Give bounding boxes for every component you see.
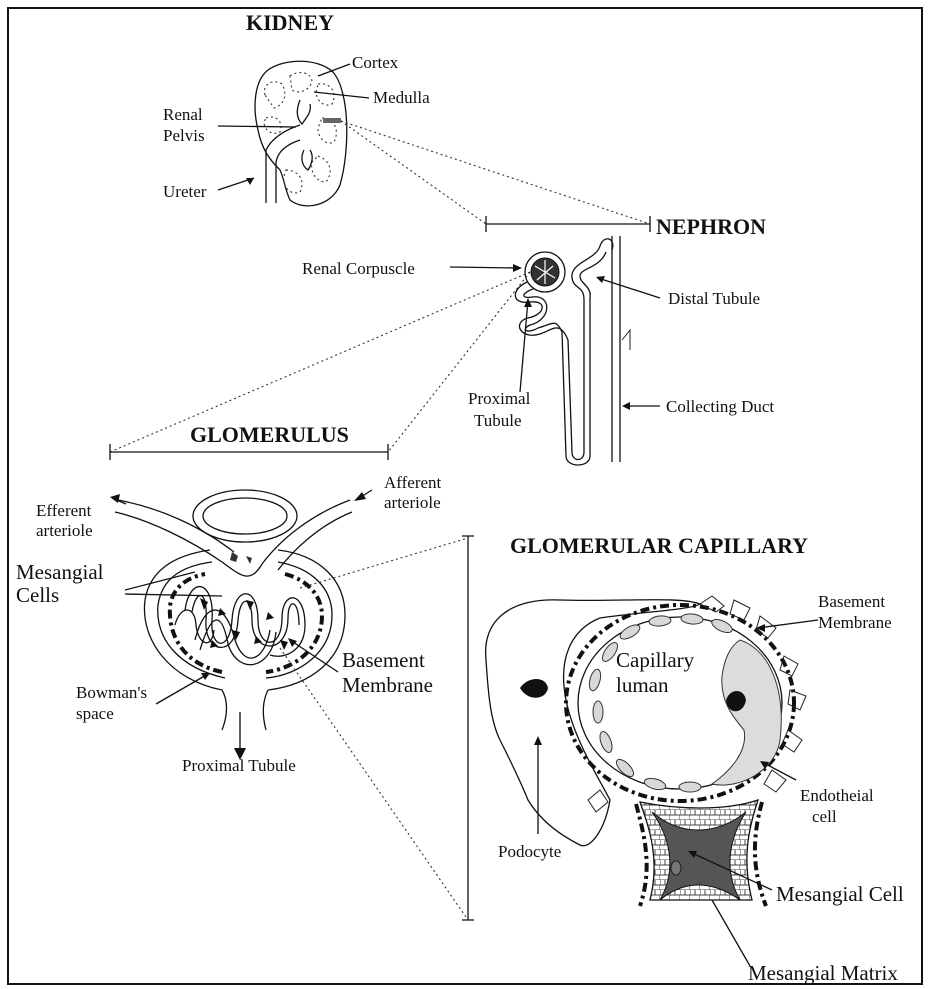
- label-proximal-tubule: Proximal Tubule: [182, 756, 296, 775]
- capillary-title: GLOMERULAR CAPILLARY: [510, 533, 808, 558]
- label-medulla: Medulla: [373, 88, 430, 107]
- kidney-drawing: [255, 61, 347, 206]
- proximal-tubule-pointer: [520, 300, 528, 392]
- label-renal-corpuscle: Renal Corpuscle: [302, 259, 415, 278]
- bowmans-pointer: [156, 674, 208, 704]
- label-bowmans-2: space: [76, 704, 114, 723]
- glomerulus-drawing: [115, 490, 352, 760]
- zoom-line-glom-top: [300, 538, 468, 588]
- distal-tubule-pointer: [598, 278, 660, 298]
- label-mesangial-cell: Mesangial Cell: [776, 882, 904, 906]
- label-cortex: Cortex: [352, 53, 399, 72]
- figure-border: [8, 8, 922, 984]
- label-efferent-2: arteriole: [36, 521, 93, 540]
- label-endothelial-1: Endotheial: [800, 786, 874, 805]
- medulla-pointer: [314, 92, 369, 98]
- basement-pointer: [290, 640, 338, 672]
- capillary-bracket: [462, 536, 474, 920]
- label-pelvis: Pelvis: [163, 126, 205, 145]
- label-endothelial-2: cell: [812, 807, 837, 826]
- label-lumen-2: luman: [616, 673, 669, 697]
- label-proximal-1: Proximal: [468, 389, 531, 408]
- label-renal: Renal: [163, 105, 203, 124]
- nephron-title: NEPHRON: [656, 214, 766, 239]
- zoom-line-kidney-left: [341, 121, 486, 224]
- label-cap-basement-2: Membrane: [818, 613, 892, 632]
- label-lumen-1: Capillary: [616, 648, 695, 672]
- label-afferent-2: arteriole: [384, 493, 441, 512]
- label-basement-2: Membrane: [342, 673, 433, 697]
- label-mesangial-1: Mesangial: [16, 560, 104, 584]
- zoom-line-kidney-right: [341, 121, 650, 224]
- nephron-drawing: [515, 236, 630, 465]
- label-ureter: Ureter: [163, 182, 207, 201]
- label-mesangial-2: Cells: [16, 583, 59, 607]
- label-efferent-1: Efferent: [36, 501, 92, 520]
- glomerulus-title: GLOMERULUS: [190, 422, 349, 447]
- label-cap-basement-1: Basement: [818, 592, 885, 611]
- label-distal-tubule: Distal Tubule: [668, 289, 760, 308]
- label-proximal-2: Tubule: [474, 411, 522, 430]
- nephron-bracket: [486, 216, 650, 232]
- label-afferent-1: Afferent: [384, 473, 442, 492]
- renal-corpuscle-pointer: [450, 267, 520, 268]
- kidney-title: KIDNEY: [246, 10, 334, 35]
- renal-pelvis-pointer: [218, 126, 296, 127]
- label-bowmans-1: Bowman's: [76, 683, 147, 702]
- label-basement-1: Basement: [342, 648, 425, 672]
- label-collecting-duct: Collecting Duct: [666, 397, 774, 416]
- mesangial-matrix-pointer: [712, 900, 750, 966]
- label-mesangial-matrix: Mesangial Matrix: [748, 961, 898, 985]
- label-podocyte: Podocyte: [498, 842, 561, 861]
